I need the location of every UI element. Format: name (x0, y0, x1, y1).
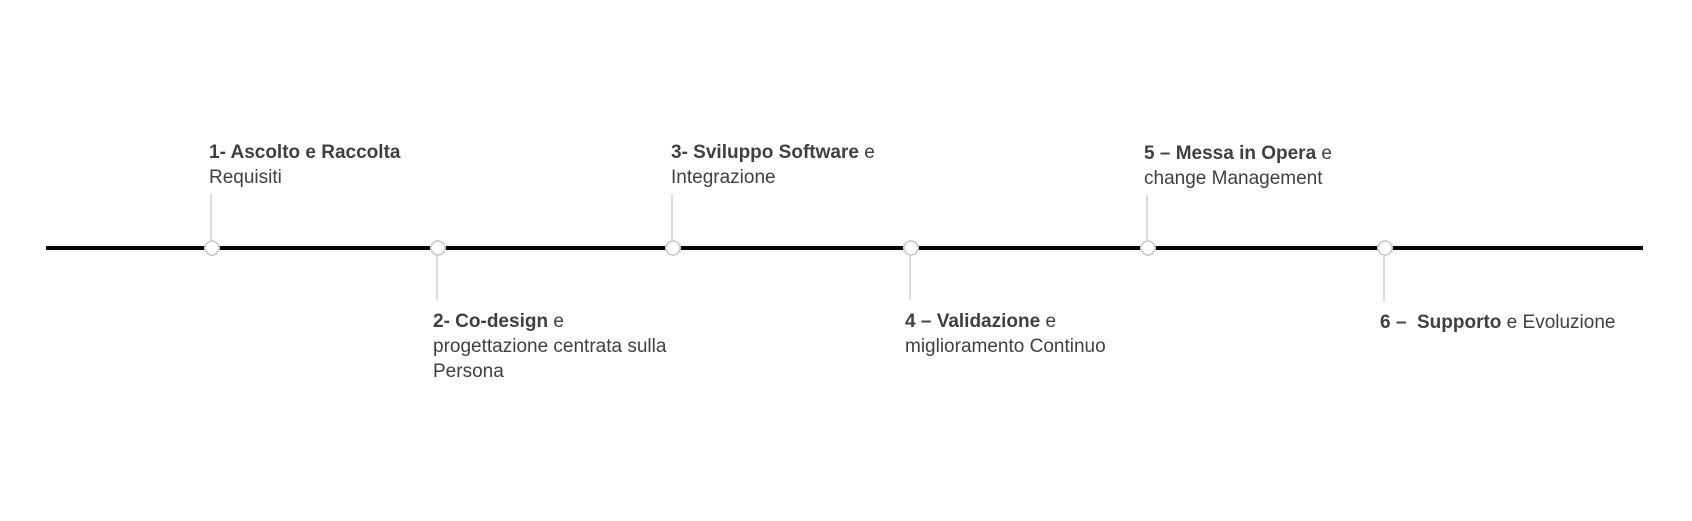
connector-4 (909, 256, 911, 300)
connector-2 (436, 256, 438, 300)
step-text: Persona (433, 361, 504, 382)
timeline-node-6 (1377, 240, 1393, 256)
step-text: e (1316, 143, 1333, 164)
step-title: 6 – Supporto (1380, 312, 1502, 333)
step-label-1: 1- Ascolto e Raccolta Requisiti (209, 140, 400, 190)
step-title: 4 – Validazione (905, 311, 1041, 332)
connector-1 (210, 194, 212, 240)
timeline-node-5 (1140, 240, 1156, 256)
timeline-axis (46, 246, 1643, 250)
step-title: 5 – Messa in Opera (1144, 143, 1317, 164)
timeline-node-4 (903, 240, 919, 256)
connector-3 (671, 194, 673, 240)
step-label-3: 3- Sviluppo Software e Integrazione (671, 140, 875, 190)
step-text: Integrazione (671, 167, 776, 188)
step-title: 1- Ascolto e Raccolta (209, 142, 401, 163)
connector-5 (1146, 195, 1148, 240)
step-text: Requisiti (209, 167, 282, 188)
step-title: 3- Sviluppo Software (671, 142, 859, 163)
timeline-node-3 (665, 240, 681, 256)
step-text: change Management (1144, 168, 1323, 189)
connector-6 (1383, 256, 1385, 302)
step-text: e (858, 142, 875, 163)
step-text: e (548, 311, 564, 332)
step-title: 2- Co-design (433, 311, 549, 332)
timeline-node-2 (430, 240, 446, 256)
step-label-5: 5 – Messa in Opera e change Management (1144, 141, 1332, 191)
step-text: e Evoluzione (1501, 312, 1616, 333)
step-text: miglioramento Continuo (905, 336, 1106, 357)
timeline-node-1 (204, 240, 220, 256)
step-text: e (1040, 311, 1057, 332)
step-label-6: 6 – Supporto e Evoluzione (1380, 310, 1615, 335)
step-label-4: 4 – Validazione e miglioramento Continuo (905, 309, 1106, 359)
step-text: progettazione centrata sulla (433, 336, 667, 357)
step-label-2: 2- Co-design e progettazione centrata su… (433, 309, 666, 384)
